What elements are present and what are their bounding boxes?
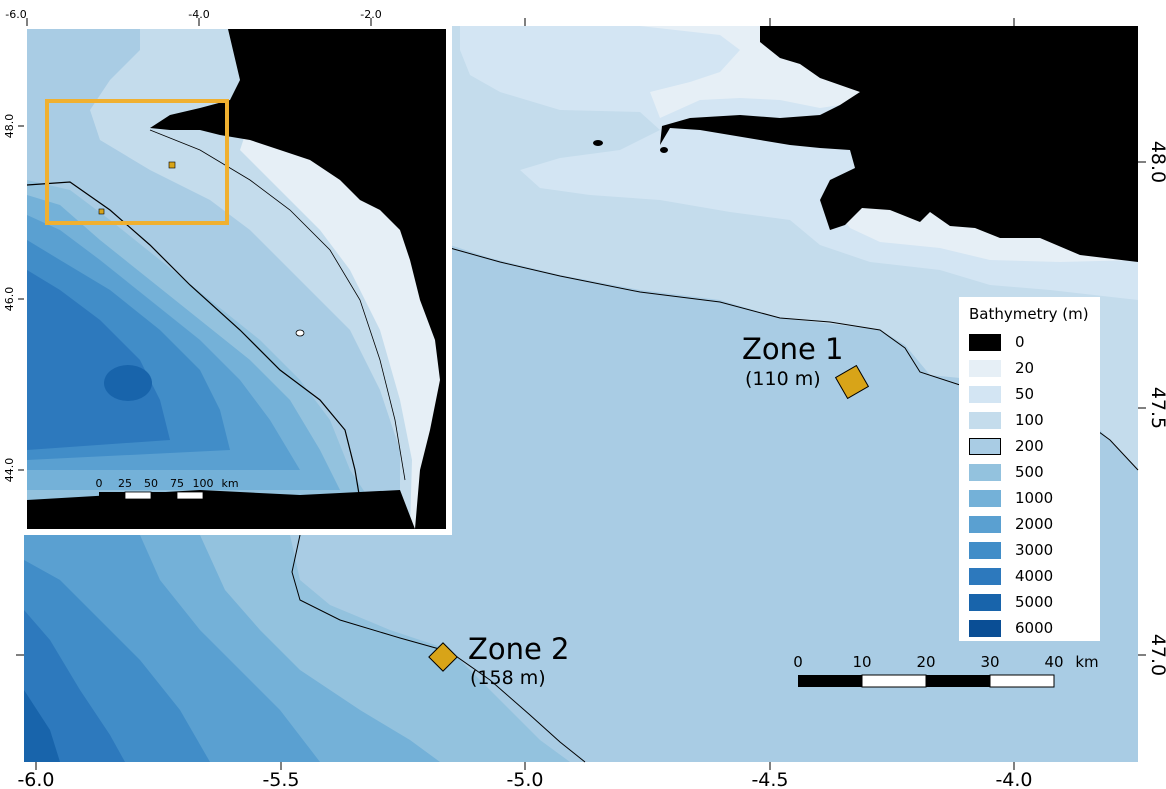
y-tick-label: 47.5 xyxy=(1147,387,1166,429)
legend-swatch xyxy=(969,567,1001,585)
zone-1-label: Zone 1 xyxy=(742,332,844,366)
depth-5000-area xyxy=(24,690,60,762)
legend-swatch xyxy=(969,411,1001,429)
island xyxy=(660,147,668,153)
legend-item: 5000 xyxy=(969,589,1100,615)
x-tick-label: -6.0 xyxy=(17,769,54,789)
legend-label: 5000 xyxy=(1015,593,1054,611)
legend-item: 2000 xyxy=(969,511,1100,537)
contour-shelf-edge xyxy=(291,534,586,763)
inset-x-tick-label: -4.0 xyxy=(188,8,209,21)
inset-x-tick-label: -6.0 xyxy=(5,8,26,21)
inset-contour xyxy=(149,129,406,481)
legend-swatch xyxy=(969,333,1001,351)
inset-scale-label: 25 xyxy=(118,477,132,490)
legend-swatch xyxy=(969,437,1001,455)
zone-2-depth: (158 m) xyxy=(470,667,546,689)
x-tick-label: -4.5 xyxy=(751,769,788,789)
legend-item: 200 xyxy=(969,433,1100,459)
x-tick-label: -4.0 xyxy=(995,769,1032,789)
inset-islet xyxy=(295,329,305,337)
zone-2-marker[interactable] xyxy=(428,642,458,672)
inset-extent-box xyxy=(45,99,229,225)
legend-item: 0 xyxy=(969,329,1100,355)
legend-items: 0 20 50 100 200 500 1000 2000 3000 4000 5000 6000 xyxy=(969,329,1100,641)
legend-label: 4000 xyxy=(1015,567,1054,585)
inset-scale-unit: km xyxy=(221,477,238,490)
zone-2-label: Zone 2 xyxy=(468,632,570,666)
legend-swatch xyxy=(969,359,1001,377)
inset-y-axis: 48.0 46.0 44.0 xyxy=(3,114,24,483)
zone-1-depth: (110 m) xyxy=(745,368,821,390)
legend-item: 50 xyxy=(969,381,1100,407)
x-tick-label: -5.5 xyxy=(262,769,299,789)
inset-scale-bar: 0 25 50 75 100 km xyxy=(96,477,239,500)
inset-land-south xyxy=(27,490,415,529)
main-scale-bar: 0 10 20 30 40 km xyxy=(793,653,1099,688)
island xyxy=(593,140,603,146)
inset-scale-label: 100 xyxy=(193,477,214,490)
land-east xyxy=(1090,150,1138,230)
legend-label: 20 xyxy=(1015,359,1035,377)
inset-y-tick-label: 44.0 xyxy=(3,458,16,483)
inset-scale-label: 0 xyxy=(96,477,103,490)
legend-swatch xyxy=(969,619,1001,637)
legend-swatch xyxy=(969,463,1001,481)
inset-contour xyxy=(26,181,361,501)
legend-label: 2000 xyxy=(1015,515,1054,533)
legend-item: 3000 xyxy=(969,537,1100,563)
land-brittany xyxy=(660,26,1138,262)
legend-item: 6000 xyxy=(969,615,1100,641)
inset-land xyxy=(150,29,446,529)
y-tick-label: 48.0 xyxy=(1147,141,1166,183)
main-map: Zone 1 (110 m) Zone 2 (158 m) 0 10 20 30… xyxy=(24,26,1139,763)
legend-swatch xyxy=(969,593,1001,611)
scale-label: 20 xyxy=(916,653,935,671)
legend-label: 200 xyxy=(1015,437,1044,455)
y-tick-label: 47.0 xyxy=(1147,634,1166,676)
inset-border xyxy=(24,531,452,535)
inset-map: 0 25 50 75 100 km xyxy=(24,26,450,533)
bathymetry-legend: Bathymetry (m) 0 20 50 100 200 500 1000 2000 300… xyxy=(959,297,1100,641)
inset-scale-label: 75 xyxy=(170,477,184,490)
legend-label: 0 xyxy=(1015,333,1025,351)
inset-x-tick-label: -2.0 xyxy=(360,8,381,21)
main-y-axis: 48.0 47.5 47.0 xyxy=(16,141,1166,676)
main-x-axis: -6.0 -5.5 -5.0 -4.5 -4.0 xyxy=(17,18,1033,789)
x-tick-label: -5.0 xyxy=(506,769,543,789)
legend-item: 1000 xyxy=(969,485,1100,511)
scale-label: 30 xyxy=(980,653,999,671)
legend-swatch xyxy=(969,489,1001,507)
legend-label: 3000 xyxy=(1015,541,1054,559)
legend-label: 500 xyxy=(1015,463,1044,481)
legend-label: 50 xyxy=(1015,385,1035,403)
legend-label: 1000 xyxy=(1015,489,1054,507)
legend-label: 100 xyxy=(1015,411,1044,429)
scale-unit: km xyxy=(1075,653,1098,671)
inset-border xyxy=(448,26,452,535)
inset-zone-2 xyxy=(98,208,105,215)
scale-label: 10 xyxy=(852,653,871,671)
inset-y-tick-label: 46.0 xyxy=(3,287,16,312)
scale-label: 0 xyxy=(793,653,803,671)
legend-label: 6000 xyxy=(1015,619,1054,637)
inset-depth-5000 xyxy=(104,365,152,401)
legend-title: Bathymetry (m) xyxy=(969,305,1089,323)
legend-item: 100 xyxy=(969,407,1100,433)
inset-x-axis: -6.0 -4.0 -2.0 xyxy=(0,0,452,535)
depth-4000-area xyxy=(24,610,125,762)
legend-item: 20 xyxy=(969,355,1100,381)
legend-item: 4000 xyxy=(969,563,1100,589)
legend-swatch xyxy=(969,385,1001,403)
inset-scale-label: 50 xyxy=(144,477,158,490)
legend-item: 500 xyxy=(969,459,1100,485)
inset-y-tick-label: 48.0 xyxy=(3,114,16,139)
zone-1-marker[interactable] xyxy=(834,364,870,400)
scale-label: 40 xyxy=(1044,653,1063,671)
legend-swatch xyxy=(969,515,1001,533)
inset-zone-1 xyxy=(168,161,176,169)
inset-depth-4000 xyxy=(27,270,170,450)
legend-swatch xyxy=(969,541,1001,559)
